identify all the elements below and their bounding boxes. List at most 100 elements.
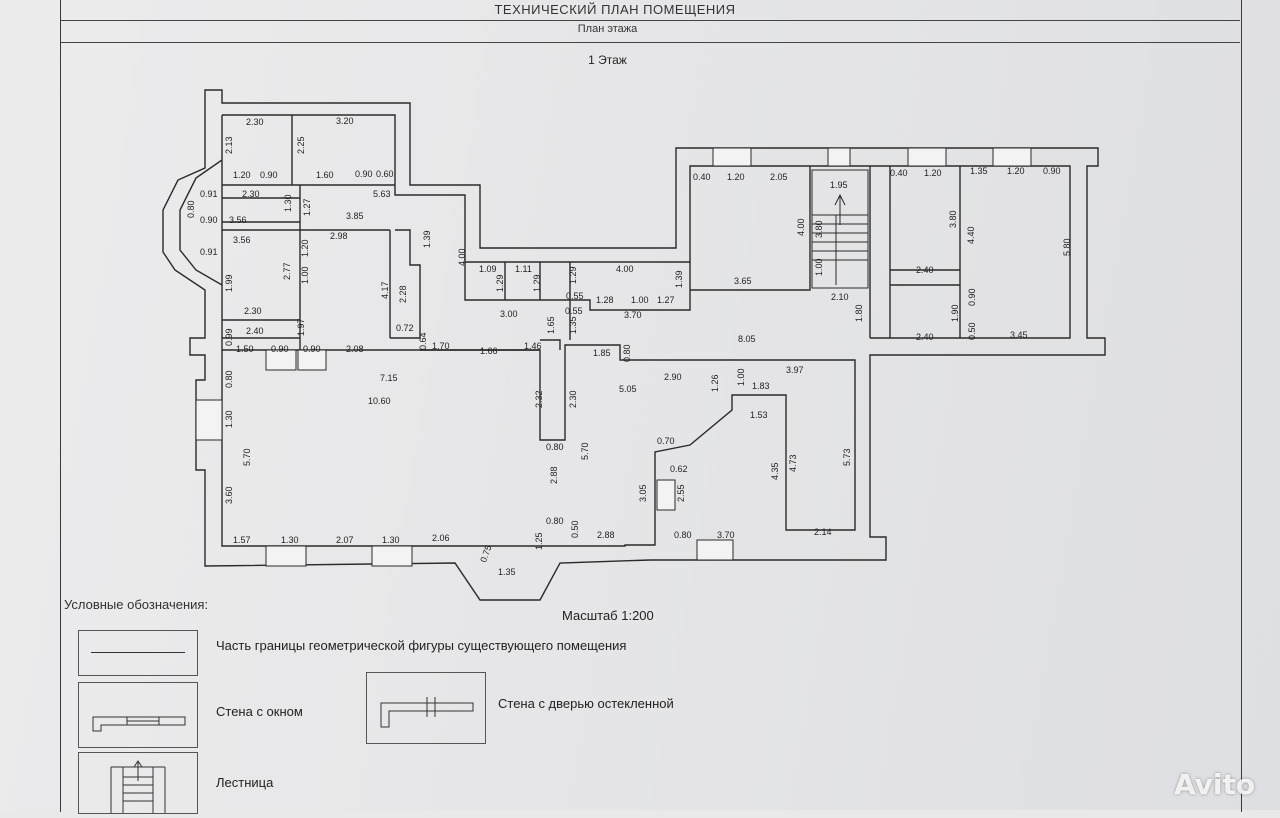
dimension-label: 2.40 [246, 326, 264, 336]
window [696, 539, 734, 561]
dimension-label: 0.90 [1043, 166, 1061, 176]
partitions [222, 115, 961, 351]
dimension-label: 3.20 [336, 116, 354, 126]
window-wall-icon [92, 716, 186, 732]
legend-label-boundary: Часть границы геометрической фигуры суще… [216, 638, 627, 653]
dimension-label: 2.88 [597, 530, 615, 540]
legend-title: Условные обозначения: [64, 597, 209, 612]
dimension-label: 3.65 [734, 276, 752, 286]
dimension-label: 0.80 [186, 200, 196, 218]
dimension-label: 5.05 [619, 384, 637, 394]
dimension-label: 0.90 [967, 288, 977, 306]
dimension-label: 1.85 [593, 348, 611, 358]
dimension-label: 8.05 [738, 334, 756, 344]
dimension-label: 1.30 [382, 535, 400, 545]
glass-door-wall-icon [380, 697, 474, 728]
subtitle-divider [60, 42, 1240, 43]
dimension-label: 2.32 [534, 390, 544, 408]
dimension-label: 1.00 [814, 258, 824, 276]
dimension-label: 1.00 [300, 266, 310, 284]
dimension-label: 5.63 [373, 189, 391, 199]
dimension-label: 0.90 [200, 215, 218, 225]
dimension-label: 1.35 [568, 316, 578, 334]
dimension-label: 0.50 [570, 520, 580, 538]
dimension-label: 5.80 [1062, 238, 1072, 256]
dimension-label: 0.60 [376, 169, 394, 179]
dimension-label: 1.26 [710, 374, 720, 392]
window [656, 479, 676, 511]
dimension-label: 0.55 [565, 306, 583, 316]
legend-symbol-boundary [78, 630, 198, 676]
dimension-label: 1.53 [750, 410, 768, 420]
dimension-label: 4.17 [380, 281, 390, 299]
dimension-label: 2.08 [346, 344, 364, 354]
dimension-label: 1.28 [596, 295, 614, 305]
dimension-label: 3.70 [717, 530, 735, 540]
window [265, 545, 307, 567]
dimension-label: 0.91 [200, 189, 218, 199]
dimension-label: 1.97 [296, 318, 306, 336]
dimension-label: 1.30 [224, 410, 234, 428]
dimension-label: 2.14 [814, 527, 832, 537]
dimension-label: 3.05 [638, 484, 648, 502]
dimension-label: 1.99 [224, 274, 234, 292]
dimension-label: 1.65 [546, 316, 556, 334]
dimension-label: 0.50 [967, 322, 977, 340]
dimension-label: 7.15 [380, 373, 398, 383]
dimension-label: 2.40 [916, 265, 934, 275]
dimension-label: 1.29 [495, 274, 505, 292]
dimension-label: 5.70 [242, 448, 252, 466]
exterior-wall-west [162, 89, 1106, 601]
dimension-label: 0.55 [566, 291, 584, 301]
dimension-label: 4.35 [770, 462, 780, 480]
dimension-label: 0.80 [224, 370, 234, 388]
dimension-label: 3.56 [233, 235, 251, 245]
drawing-frame [60, 0, 1242, 812]
dimension-label: 0.72 [396, 323, 414, 333]
dimension-label: 10.60 [368, 396, 391, 406]
scale-label: Масштаб 1:200 [562, 608, 654, 623]
dimension-label: 1.25 [534, 532, 544, 550]
legend-symbol-glass-door-wall [366, 672, 486, 744]
window [265, 349, 297, 371]
dimension-label: 1.30 [281, 535, 299, 545]
dimension-label: 4.00 [796, 218, 806, 236]
dimension-label: 3.85 [346, 211, 364, 221]
dimension-label: 2.05 [770, 172, 788, 182]
dimension-label: 1.27 [657, 295, 675, 305]
dimension-label: 2.98 [330, 231, 348, 241]
dimension-label: 1.30 [283, 194, 293, 212]
dimension-label: 1.66 [480, 346, 498, 356]
dimension-label: 0.64 [418, 332, 428, 350]
dimension-label: 2.10 [831, 292, 849, 302]
dimension-label: 1.50 [236, 344, 254, 354]
dimension-label: 0.90 [303, 344, 321, 354]
dimension-label: 1.83 [752, 381, 770, 391]
dimension-label: 0.80 [674, 530, 692, 540]
legend-symbol-stairs [78, 752, 198, 814]
dimension-label: 0.40 [890, 168, 908, 178]
interior-outline-west [179, 114, 1071, 547]
dimension-label: 1.20 [727, 172, 745, 182]
legend-label-window-wall: Стена с окном [216, 704, 303, 719]
dimension-label: 2.40 [916, 332, 934, 342]
window [297, 349, 327, 371]
dimension-label: 1.57 [233, 535, 251, 545]
dimension-label: 1.20 [924, 168, 942, 178]
dimension-label: 1.35 [970, 166, 988, 176]
stair-arrow-icon [834, 193, 846, 225]
dimension-label: 2.90 [664, 372, 682, 382]
dimension-label: 2.06 [432, 533, 450, 543]
document-title: ТЕХНИЧЕСКИЙ ПЛАН ПОМЕЩЕНИЯ [494, 2, 736, 17]
legend-label-stairs: Лестница [216, 775, 274, 790]
window [907, 147, 947, 167]
dimension-label: 3.70 [624, 310, 642, 320]
dimension-label: 1.29 [568, 266, 578, 284]
document-subtitle: План этажа [577, 23, 638, 35]
dimension-label: 1.00 [631, 295, 649, 305]
dimension-label: 1.90 [950, 304, 960, 322]
dimension-label: 1.00 [736, 368, 746, 386]
dimension-label: 1.39 [674, 270, 684, 288]
dimension-label: 3.80 [948, 210, 958, 228]
